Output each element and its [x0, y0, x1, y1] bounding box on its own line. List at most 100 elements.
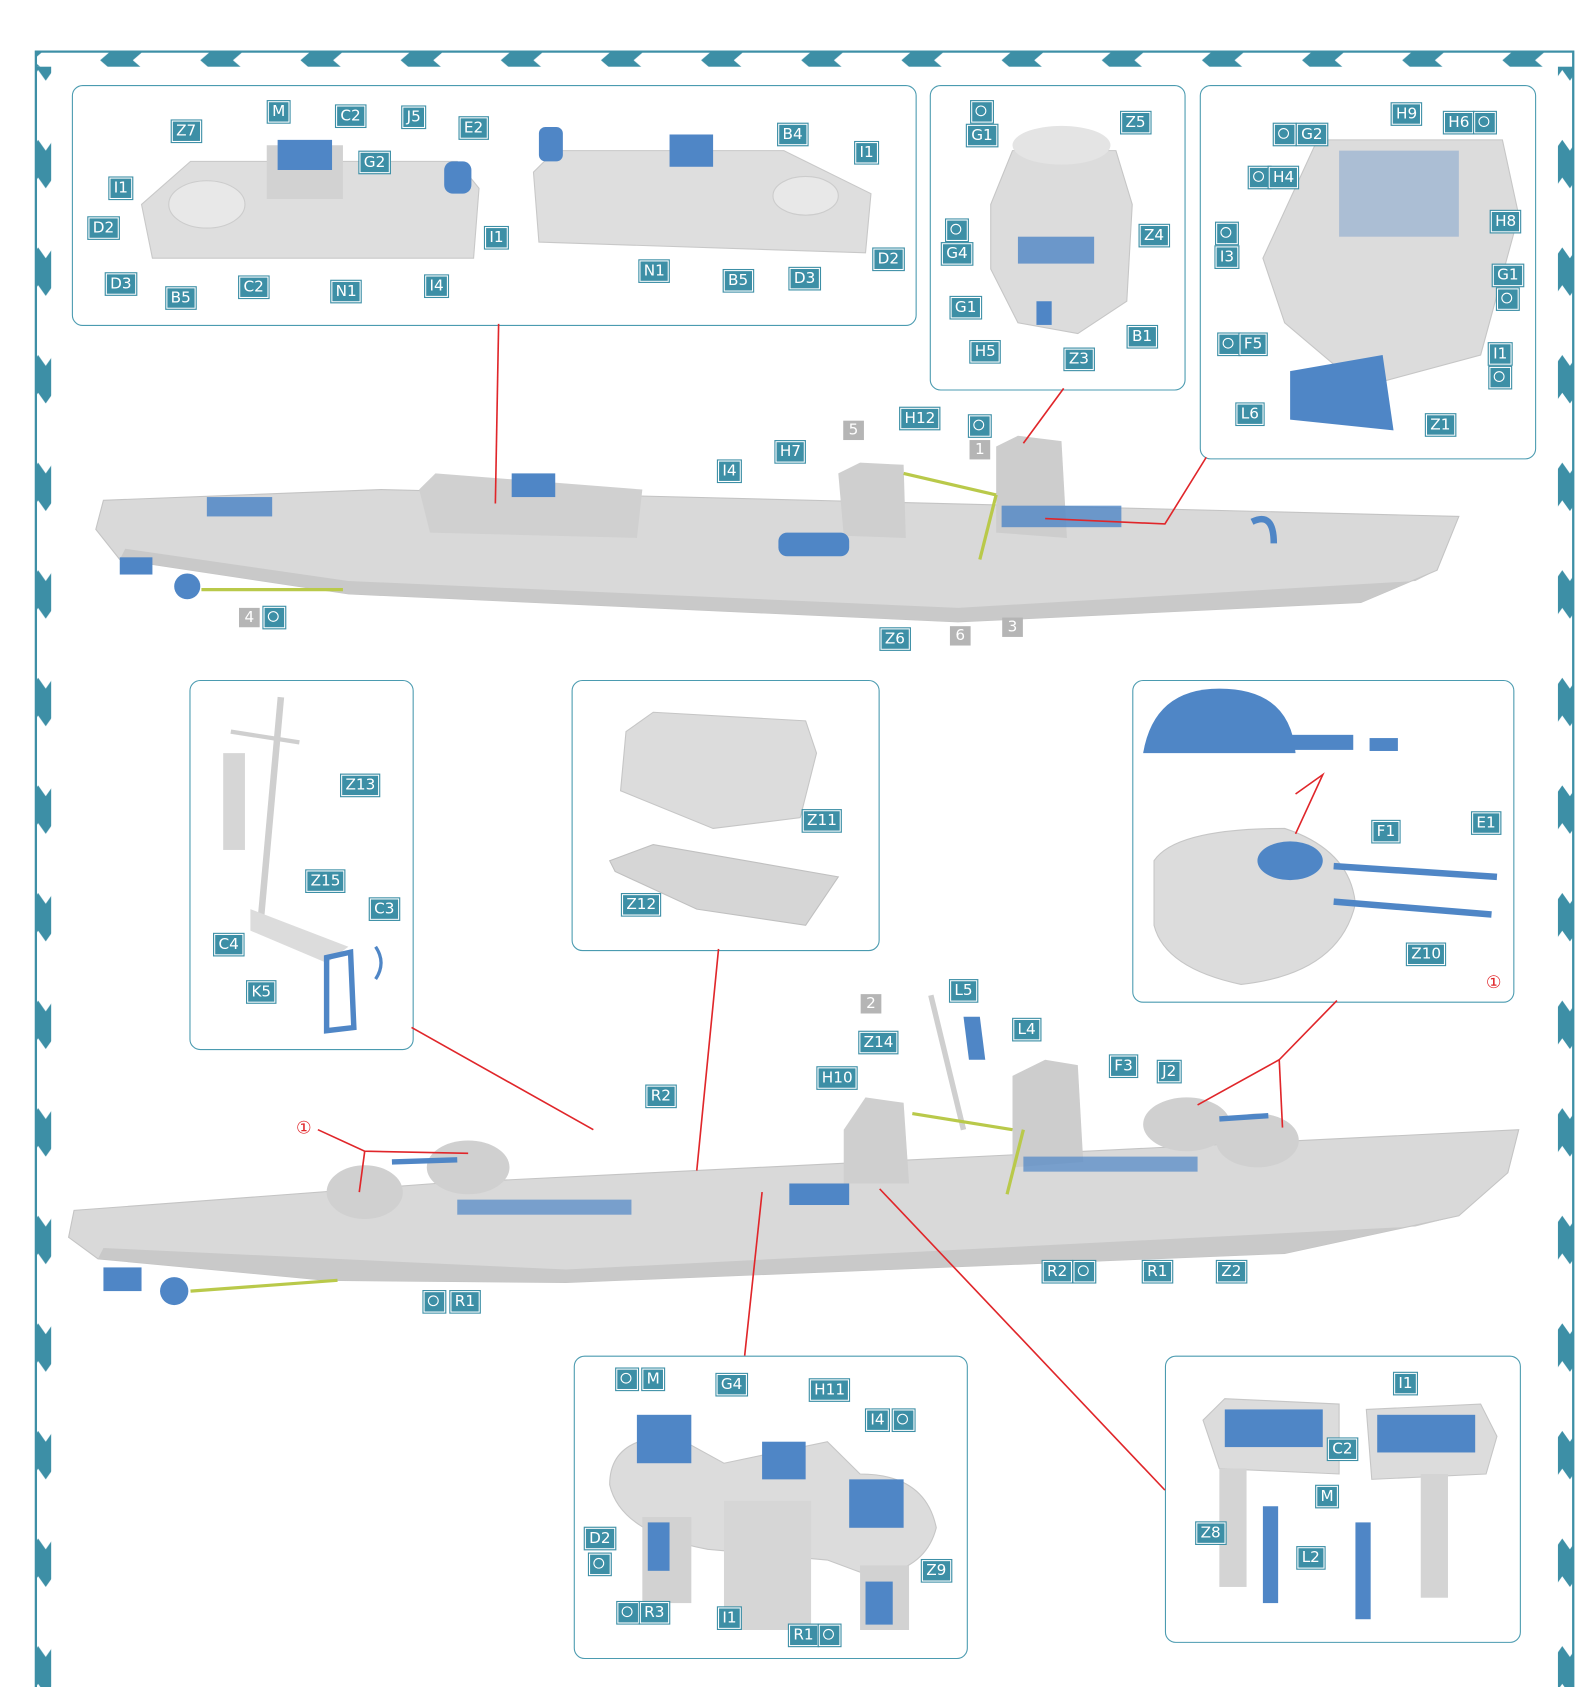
step-number: 2: [860, 994, 882, 1014]
part-label: G1: [949, 295, 982, 320]
part-label: L6: [1235, 402, 1265, 427]
optional-part-circle-icon: [1473, 110, 1497, 135]
gun-turret-render: [1143, 688, 1498, 985]
part-label: I1: [1392, 1371, 1419, 1396]
part-label: J5: [401, 105, 427, 130]
part-label: C2: [238, 275, 270, 300]
part-label: R2: [1041, 1259, 1073, 1284]
part-label: Z11: [801, 809, 843, 833]
part-label: Z8: [1195, 1521, 1227, 1545]
part-label: G1: [1491, 263, 1525, 288]
callout-marker: ①: [1485, 972, 1502, 993]
ship-2-hull-render: [67, 994, 1520, 1306]
part-label: N1: [638, 259, 671, 283]
step-number: 1: [969, 440, 991, 460]
part-label: F5: [1238, 332, 1268, 357]
part-label: N1: [330, 279, 363, 304]
part-label: Z15: [305, 869, 346, 893]
part-label: Z6: [879, 627, 911, 651]
step-number: 5: [843, 420, 864, 441]
border-frame: [34, 50, 1575, 1687]
part-label: R3: [638, 1600, 670, 1625]
part-label: H9: [1390, 102, 1423, 126]
optional-part-circle-icon: [891, 1408, 916, 1433]
bridge-render: [1262, 139, 1520, 431]
part-label: E2: [458, 116, 489, 140]
part-label: E1: [1470, 811, 1502, 835]
part-label: H11: [808, 1378, 851, 1402]
part-label: F1: [1371, 819, 1401, 844]
part-label: D2: [583, 1526, 617, 1551]
optional-part-circle-icon: [944, 218, 969, 243]
callout-marker: ①: [295, 1117, 312, 1138]
aa-tubs-render: [1202, 1398, 1498, 1620]
part-label: B1: [1126, 324, 1158, 349]
part-label: L5: [948, 979, 979, 1003]
part-label: G4: [940, 242, 974, 266]
optional-part-circle-icon: [1072, 1259, 1097, 1284]
part-label: G1: [965, 123, 999, 148]
part-label: I4: [716, 459, 742, 484]
part-label: M: [266, 100, 291, 124]
part-label: C4: [213, 932, 245, 957]
optional-part-circle-icon: [1272, 122, 1297, 147]
part-label: B5: [722, 268, 754, 293]
part-label: H10: [816, 1066, 859, 1090]
part-label: Z7: [170, 119, 202, 144]
optional-part-circle-icon: [1214, 221, 1239, 246]
part-label: Z13: [339, 773, 381, 798]
part-label: D2: [872, 247, 905, 272]
part-label: I1: [108, 176, 134, 201]
part-label: H5: [969, 339, 1002, 364]
detail-panel-mast: [189, 679, 414, 1051]
part-label: Z3: [1063, 347, 1095, 372]
optional-part-circle-icon: [1488, 365, 1513, 390]
step-number: 3: [1002, 617, 1023, 637]
part-label: D2: [87, 216, 120, 240]
part-label: H12: [899, 406, 941, 431]
part-label: L4: [1012, 1017, 1042, 1042]
part-label: D3: [104, 272, 137, 296]
callout-arrows: [317, 323, 1338, 1491]
aa-platform-render: [609, 1414, 937, 1630]
optional-part-circle-icon: [422, 1290, 447, 1314]
optional-part-circle-icon: [262, 605, 287, 630]
part-label: H6: [1442, 110, 1475, 135]
part-label: Z10: [1405, 942, 1447, 967]
part-label: M: [641, 1367, 666, 1392]
part-label: G2: [1295, 122, 1329, 147]
part-label: I3: [1214, 245, 1240, 269]
part-label: C2: [334, 104, 367, 129]
step-number: 4: [239, 607, 260, 628]
optional-part-circle-icon: [615, 1367, 640, 1392]
part-label: H4: [1267, 165, 1300, 190]
part-label: H8: [1489, 209, 1522, 234]
step-number: 6: [949, 626, 971, 646]
part-label: Z5: [1120, 110, 1152, 135]
aft-deckhouse-render: [140, 126, 872, 259]
optional-part-circle-icon: [1247, 165, 1272, 190]
part-label: C2: [1326, 1437, 1358, 1462]
part-label: H7: [774, 440, 807, 464]
torpedo-launcher-render: [608, 711, 840, 926]
part-label: R1: [787, 1623, 820, 1648]
optional-part-circle-icon: [1495, 287, 1520, 311]
part-label: I1: [1487, 342, 1513, 366]
part-label: Z4: [1138, 223, 1170, 248]
part-label: Z1: [1424, 413, 1456, 437]
optional-part-circle-icon: [1217, 332, 1242, 357]
part-label: Z9: [920, 1558, 952, 1583]
part-label: I1: [854, 140, 880, 165]
ship-1-hull-render: [95, 435, 1460, 623]
part-label: I1: [483, 225, 509, 250]
optional-part-circle-icon: [616, 1600, 641, 1625]
part-label: I4: [424, 274, 450, 299]
part-label: Z14: [858, 1030, 899, 1055]
part-label: L2: [1296, 1546, 1326, 1570]
optional-part-circle-icon: [970, 100, 994, 124]
part-label: Z12: [620, 892, 662, 917]
part-label: I1: [716, 1606, 742, 1630]
part-label: R1: [449, 1290, 481, 1314]
